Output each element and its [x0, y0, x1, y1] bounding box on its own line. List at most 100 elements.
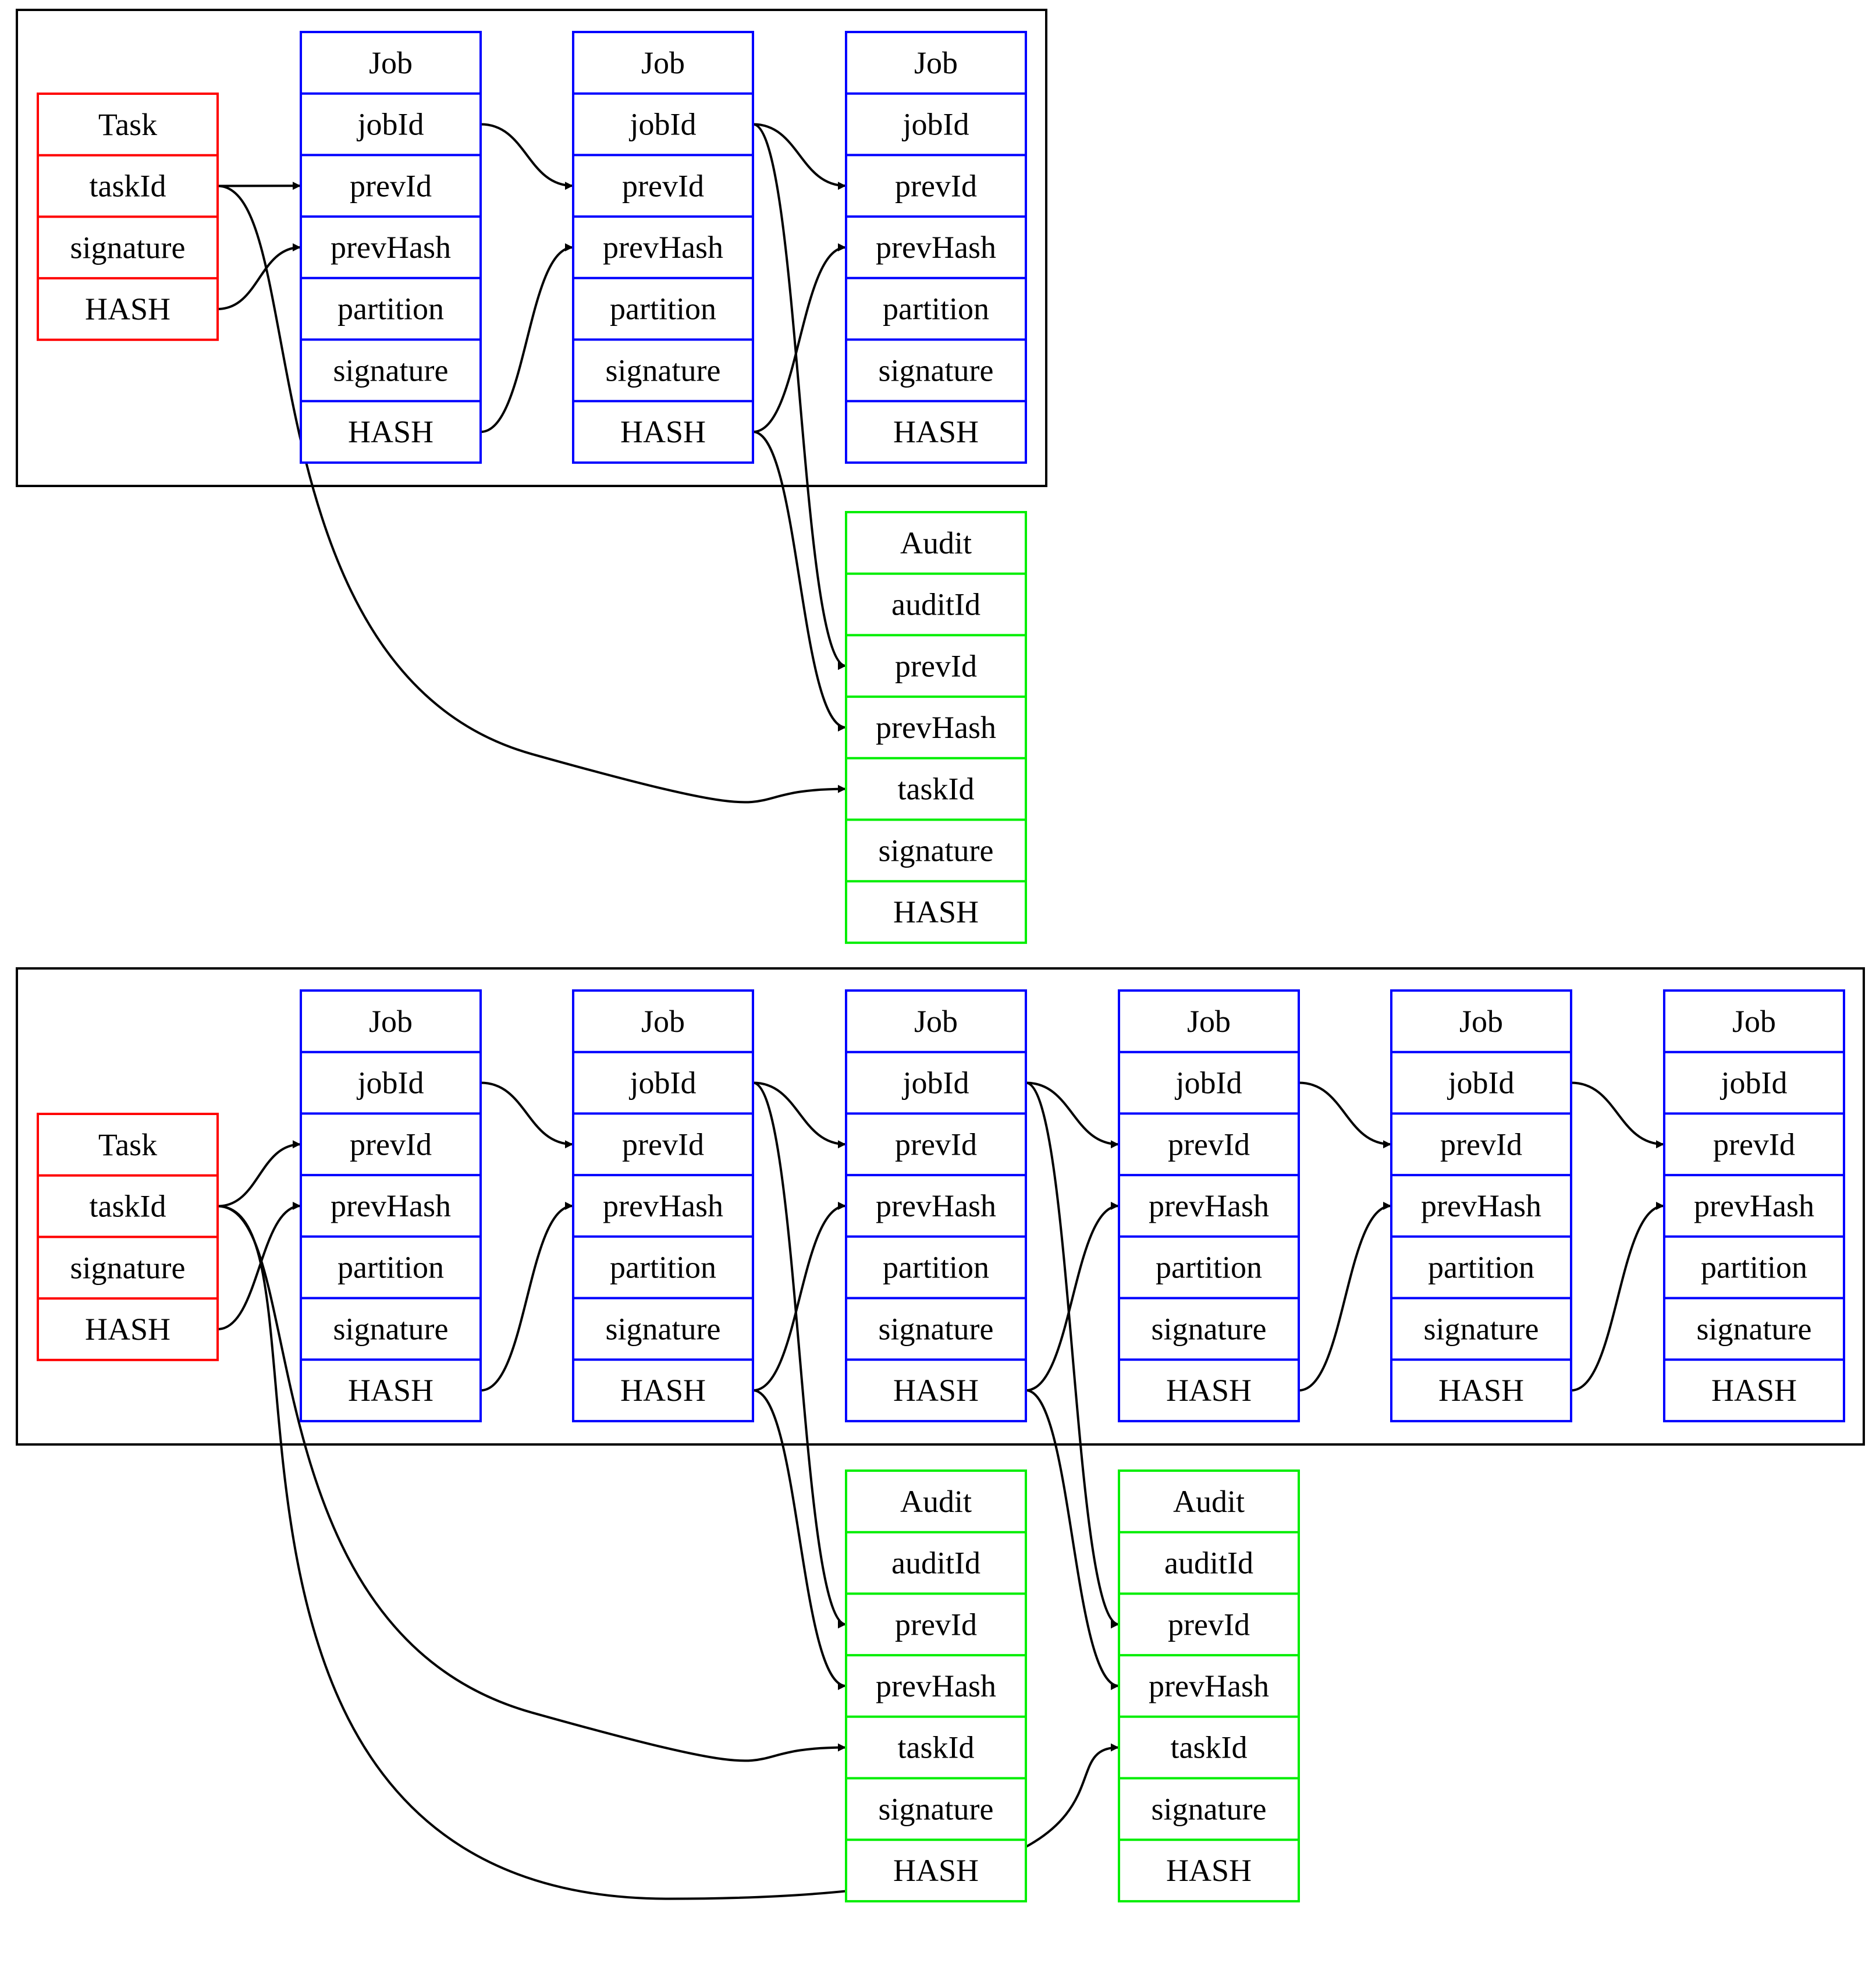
- field-signature: signature: [879, 353, 994, 388]
- edge-job1b-jobId-to-audit1-prevId: [752, 123, 847, 670]
- field-prevId: prevId: [895, 1127, 977, 1162]
- field-HASH: HASH: [348, 1373, 434, 1408]
- field-prevId: prevId: [895, 1607, 977, 1642]
- field-jobId: jobId: [902, 1066, 969, 1101]
- edge-task1-HASH-to-job1a-prevHash: [217, 243, 301, 310]
- clusters-layer: [16, 9, 1865, 1446]
- field-jobId: jobId: [902, 107, 969, 142]
- field-prevHash: prevHash: [331, 230, 451, 265]
- edge-job1b-HASH-to-job1c-prevHash: [752, 243, 847, 434]
- field-partition: partition: [883, 1250, 989, 1285]
- edge-job2a-jobId-to-job2b-prevId: [480, 1081, 574, 1149]
- field-partition: partition: [1156, 1250, 1262, 1285]
- field-partition: partition: [610, 292, 716, 326]
- field-prevHash: prevHash: [1421, 1188, 1541, 1223]
- record-border: [845, 989, 1027, 1422]
- edge-job1b-jobId-to-job1c-prevId: [752, 123, 847, 190]
- field-prevHash: prevHash: [876, 710, 996, 745]
- field-Job: Job: [914, 1004, 958, 1039]
- field-HASH: HASH: [1166, 1373, 1252, 1408]
- field-HASH: HASH: [1438, 1373, 1524, 1408]
- record-border: [300, 989, 482, 1422]
- record-border: [1663, 989, 1845, 1422]
- field-Job: Job: [641, 45, 685, 80]
- field-HASH: HASH: [893, 414, 979, 449]
- edge-job2e-HASH-to-job2f-prevHash: [1571, 1202, 1665, 1392]
- record-border: [572, 989, 754, 1422]
- record-border: [1118, 989, 1300, 1422]
- edge-task1-taskId-to-audit1-taskId: [217, 184, 847, 804]
- edge-job1a-jobId-to-job1b-prevId: [480, 123, 574, 190]
- job-node-job2a: JobjobIdprevIdprevHashpartitionsignature…: [300, 989, 482, 1422]
- field-HASH: HASH: [1166, 1853, 1252, 1888]
- field-prevHash: prevHash: [876, 230, 996, 265]
- record-border: [1390, 989, 1572, 1422]
- field-HASH: HASH: [1711, 1373, 1797, 1408]
- edge-job2a-HASH-to-job2b-prevHash: [480, 1202, 574, 1392]
- field-partition: partition: [337, 1250, 444, 1285]
- field-signature: signature: [333, 353, 449, 388]
- edge-job2c-HASH-to-audit2b-prevHash: [1025, 1389, 1120, 1690]
- edge-job2b-jobId-to-audit2a-prevId: [752, 1081, 847, 1629]
- edges-layer: [217, 123, 1665, 1900]
- job-node-job1a: JobjobIdprevIdprevHashpartitionsignature…: [300, 31, 482, 464]
- field-HASH: HASH: [85, 1312, 170, 1347]
- field-HASH: HASH: [620, 414, 706, 449]
- field-taskId: taskId: [90, 169, 166, 204]
- edge-job2c-HASH-to-job2d-prevHash: [1025, 1202, 1120, 1392]
- field-Job: Job: [369, 45, 413, 80]
- field-signature: signature: [1152, 1791, 1267, 1826]
- field-Job: Job: [1732, 1004, 1776, 1039]
- field-prevHash: prevHash: [603, 230, 723, 265]
- nodes-layer: TasktaskIdsignatureHASHJobjobIdprevIdpre…: [37, 31, 1845, 1902]
- field-Job: Job: [914, 45, 958, 80]
- record-border: [845, 511, 1027, 944]
- field-prevId: prevId: [1713, 1127, 1795, 1162]
- field-HASH: HASH: [85, 292, 170, 326]
- field-prevHash: prevHash: [876, 1188, 996, 1223]
- field-jobId: jobId: [629, 1066, 697, 1101]
- record-border: [845, 31, 1027, 464]
- field-signature: signature: [606, 353, 721, 388]
- field-Audit: Audit: [900, 1484, 972, 1519]
- field-HASH: HASH: [348, 414, 434, 449]
- field-Job: Job: [641, 1004, 685, 1039]
- edge-task2-taskId-to-audit2b-taskId: [217, 1205, 1120, 1900]
- edge-job2c-jobId-to-job2d-prevId: [1025, 1081, 1120, 1149]
- edge-job2c-jobId-to-audit2b-prevId: [1025, 1081, 1120, 1629]
- job-node-job2c: JobjobIdprevIdprevHashpartitionsignature…: [845, 989, 1027, 1422]
- job-node-job1c: JobjobIdprevIdprevHashpartitionsignature…: [845, 31, 1027, 464]
- field-HASH: HASH: [620, 1373, 706, 1408]
- field-prevId: prevId: [622, 1127, 704, 1162]
- field-signature: signature: [333, 1311, 449, 1346]
- field-Job: Job: [1187, 1004, 1231, 1039]
- field-signature: signature: [1424, 1311, 1539, 1346]
- field-signature: signature: [606, 1311, 721, 1346]
- field-jobId: jobId: [357, 1066, 424, 1101]
- field-HASH: HASH: [893, 894, 979, 929]
- field-prevHash: prevHash: [603, 1188, 723, 1223]
- edge-job2d-jobId-to-job2e-prevId: [1298, 1081, 1392, 1149]
- field-Audit: Audit: [900, 526, 972, 560]
- job-node-job2f: JobjobIdprevIdprevHashpartitionsignature…: [1663, 989, 1845, 1422]
- field-jobId: jobId: [357, 107, 424, 142]
- field-Job: Job: [1459, 1004, 1503, 1039]
- edge-task2-taskId-to-job2a-prevId: [217, 1140, 301, 1208]
- field-auditId: auditId: [891, 1546, 980, 1581]
- field-jobId: jobId: [629, 107, 697, 142]
- job-node-job1b: JobjobIdprevIdprevHashpartitionsignature…: [572, 31, 754, 464]
- edge-job1b-HASH-to-audit1-prevHash: [752, 431, 847, 732]
- field-Task: Task: [98, 107, 157, 142]
- field-signature: signature: [1697, 1311, 1812, 1346]
- field-prevId: prevId: [1168, 1607, 1250, 1642]
- field-prevHash: prevHash: [1149, 1188, 1269, 1223]
- edge-task2-taskId-to-audit2a-taskId: [217, 1205, 847, 1762]
- edge-job2e-jobId-to-job2f-prevId: [1571, 1081, 1665, 1149]
- field-jobId: jobId: [1447, 1066, 1515, 1101]
- field-prevId: prevId: [1440, 1127, 1522, 1162]
- field-jobId: jobId: [1720, 1066, 1788, 1101]
- field-taskId: taskId: [1171, 1730, 1248, 1765]
